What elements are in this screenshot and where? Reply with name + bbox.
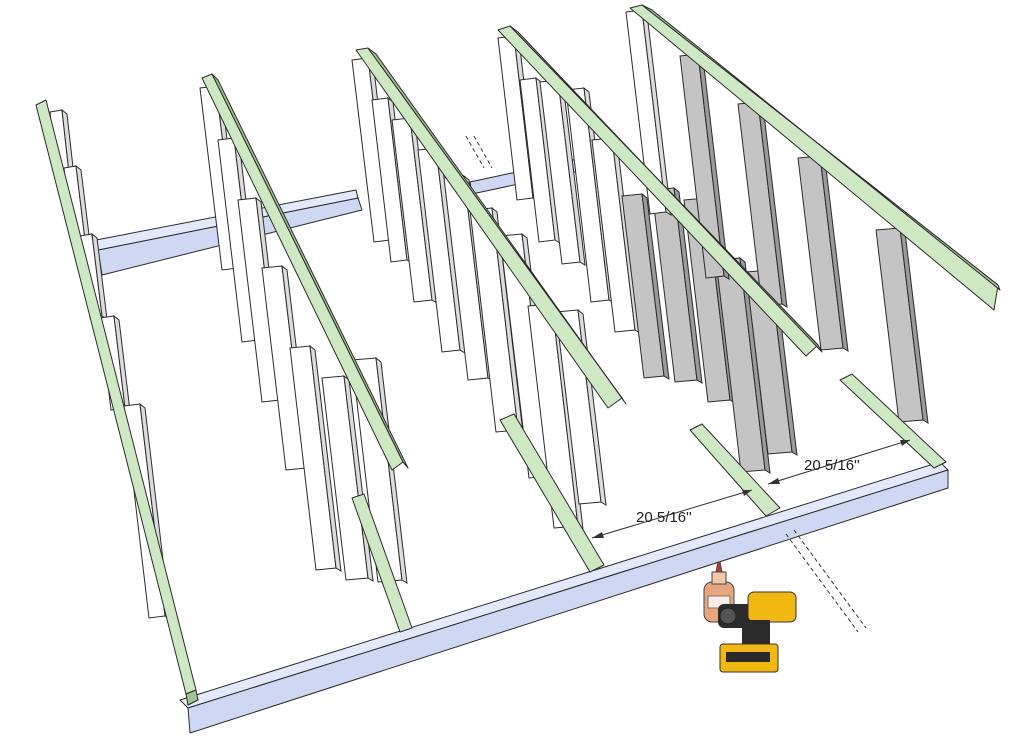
rail-3 — [355, 47, 627, 409]
drill-icon — [718, 591, 797, 673]
floor-rail-d — [839, 373, 947, 469]
front-beam — [179, 461, 949, 734]
rail-4 — [497, 25, 823, 357]
dimension-middle: 20 5/16'' — [591, 489, 753, 539]
center-guide-top — [465, 135, 493, 169]
center-guide-bottom — [785, 529, 867, 633]
floor-rail-b — [499, 413, 605, 573]
rail-2 — [201, 73, 409, 471]
dimension-right: 20 5/16'' — [767, 439, 911, 485]
floor-rail-c — [689, 423, 781, 517]
slat-side — [641, 192, 670, 380]
floor-rail-a — [351, 493, 413, 633]
dimension-middle-label: 20 5/16'' — [636, 509, 692, 526]
slat-side — [309, 344, 342, 572]
slat-side — [739, 256, 771, 474]
rail-1 — [35, 99, 199, 706]
slat-side — [375, 356, 408, 584]
slat-side — [673, 186, 703, 384]
rail-5 — [629, 4, 1001, 311]
dimension-right-label: 20 5/16'' — [804, 457, 860, 474]
